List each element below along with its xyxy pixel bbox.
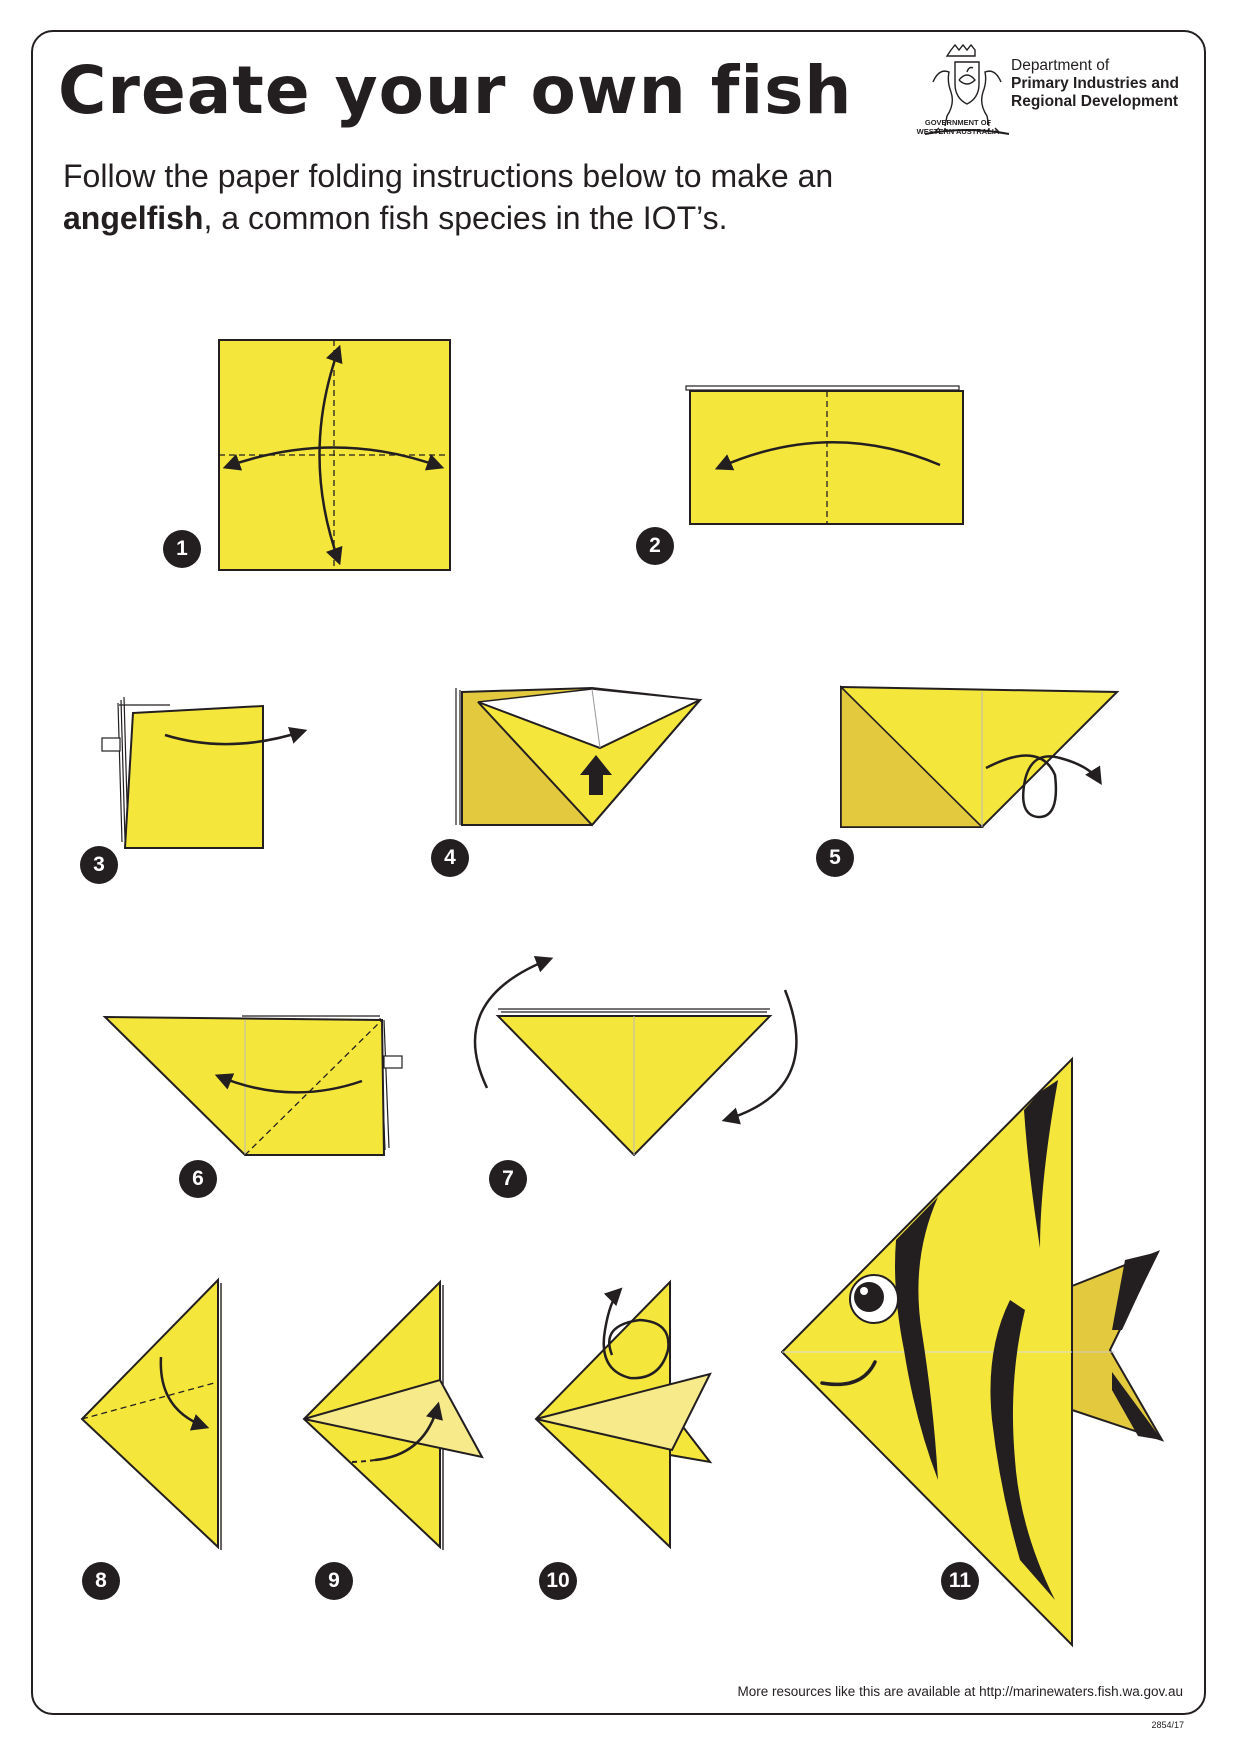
step-6-number: 6 bbox=[179, 1160, 217, 1198]
page-border bbox=[31, 30, 1206, 1715]
step-9-number: 9 bbox=[315, 1562, 353, 1600]
dept-line-2: Primary Industries and bbox=[1011, 75, 1179, 92]
step-8-number: 8 bbox=[82, 1562, 120, 1600]
step-6-diagram bbox=[102, 1015, 403, 1156]
step-11-angelfish bbox=[780, 1056, 1165, 1648]
step-10-number: 10 bbox=[539, 1562, 577, 1600]
step-4-number: 4 bbox=[431, 839, 469, 877]
gov-line-1: GOVERNMENT OF bbox=[924, 118, 992, 127]
step-3-diagram bbox=[101, 696, 308, 849]
resources-footer: More resources like this are available a… bbox=[737, 1684, 1183, 1699]
wa-coat-of-arms-icon bbox=[924, 43, 1010, 135]
step-2-number: 2 bbox=[636, 527, 674, 565]
intro-text-bold: angelfish bbox=[63, 200, 204, 236]
department-name: Department of Primary Industries and Reg… bbox=[1011, 57, 1179, 111]
step-9-diagram bbox=[302, 1279, 484, 1550]
step-5-number: 5 bbox=[816, 839, 854, 877]
step-1-number: 1 bbox=[163, 530, 201, 568]
document-code: 2854/17 bbox=[1151, 1720, 1184, 1730]
dept-line-1: Department of bbox=[1011, 57, 1110, 74]
government-label: GOVERNMENT OF WESTERN AUSTRALIA bbox=[908, 118, 1008, 136]
gov-line-2: WESTERN AUSTRALIA bbox=[916, 127, 1000, 136]
step-11-number: 11 bbox=[941, 1562, 979, 1600]
step-4-diagram bbox=[455, 686, 703, 827]
page-title: Create your own fish bbox=[58, 52, 853, 129]
intro-text-part1: Follow the paper folding instructions be… bbox=[63, 158, 834, 194]
step-8-diagram bbox=[80, 1277, 222, 1550]
step-7-number: 7 bbox=[489, 1160, 527, 1198]
step-2-diagram bbox=[685, 385, 964, 525]
step-1-diagram bbox=[218, 339, 451, 571]
intro-text-part2: , a common fish species in the IOT’s. bbox=[203, 200, 728, 236]
step-3-number: 3 bbox=[80, 846, 118, 884]
dept-line-3: Regional Development bbox=[1011, 93, 1179, 110]
step-5-diagram bbox=[840, 685, 1120, 828]
step-7-diagram bbox=[473, 955, 798, 1157]
step-10-diagram bbox=[534, 1279, 713, 1550]
intro-text: Follow the paper folding instructions be… bbox=[63, 155, 903, 239]
